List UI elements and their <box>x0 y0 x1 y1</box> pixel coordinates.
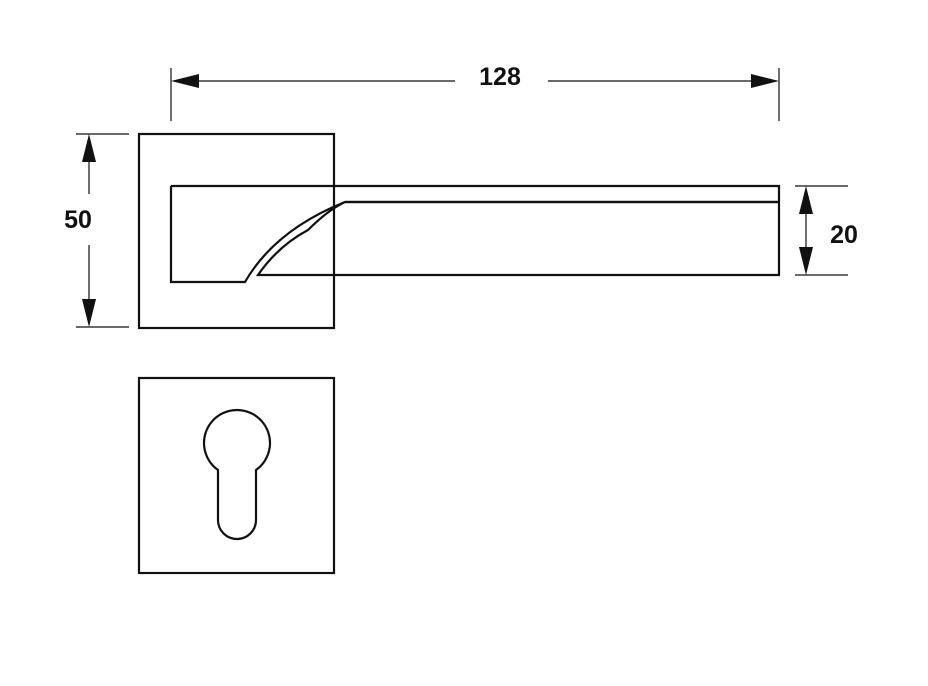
escutcheon-rose <box>137 376 336 575</box>
length-arrow-left <box>171 74 199 88</box>
lever-height-dimension: 20 <box>795 185 858 276</box>
rose-height-arrow-bottom <box>82 299 96 327</box>
lever-height-label: 20 <box>830 221 858 249</box>
length-label: 128 <box>479 63 521 91</box>
rose-height-label: 50 <box>64 206 92 234</box>
lever-height-arrow-top <box>799 186 813 214</box>
length-dimension: 128 <box>170 63 780 121</box>
euro-cylinder-keyhole <box>202 409 272 541</box>
lever-body <box>169 184 781 284</box>
length-arrow-right <box>751 74 779 88</box>
lever-handle <box>169 184 781 284</box>
rose-height-dimension: 50 <box>64 133 129 328</box>
lever-height-arrow-bottom <box>799 247 813 275</box>
rose-height-arrow-top <box>82 134 96 162</box>
handle-rose <box>137 132 336 330</box>
